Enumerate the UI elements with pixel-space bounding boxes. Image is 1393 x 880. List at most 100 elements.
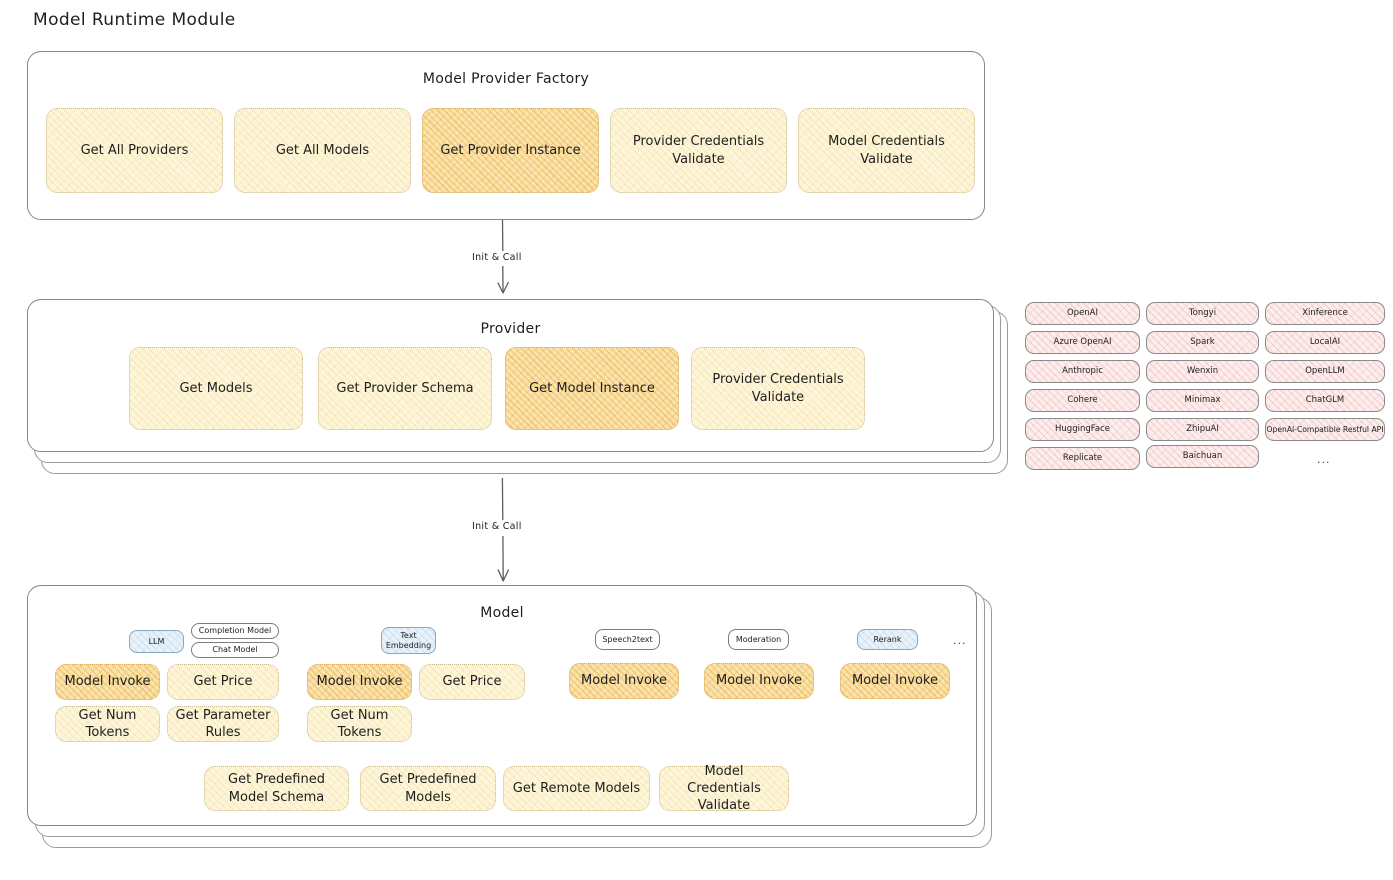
arrow-factory-to-provider: Init & Call [465, 219, 585, 300]
chip-label: Get Price [442, 674, 502, 690]
model-types-ellipsis: ... [953, 634, 967, 647]
model-type-badge-text-embedding[interactable]: Text Embedding [381, 627, 436, 654]
badge-label: Rerank [873, 634, 902, 644]
model-common-method-model-credentials-validate[interactable]: Model Credentials Validate [659, 763, 789, 814]
chip-label: Get Num Tokens [330, 707, 389, 740]
provider-pill-chatglm[interactable]: ChatGLM [1265, 389, 1385, 412]
pill-label: Baichuan [1182, 451, 1223, 462]
provider-pill-minimax[interactable]: Minimax [1146, 389, 1259, 412]
chip-label: Provider Credentials Validate [712, 372, 844, 405]
model-type-badge-llm[interactable]: LLM [129, 630, 184, 653]
model-subtype-badge-chat-model[interactable]: Chat Model [191, 642, 279, 658]
provider-pill-localai[interactable]: LocalAI [1265, 331, 1385, 354]
chip-label: Get Predefined Models [379, 772, 477, 805]
chip-label: Get Provider Instance [440, 142, 581, 158]
badge-label: Speech2text [602, 634, 653, 644]
provider-pill-openllm[interactable]: OpenLLM [1265, 360, 1385, 383]
arrow-label-init-and-call: Init & Call [469, 251, 525, 264]
provider-pill-wenxin[interactable]: Wenxin [1146, 360, 1259, 383]
badge-label: Text Embedding [385, 630, 432, 650]
model-common-method-get-predefined-model-schema[interactable]: Get Predefined Model Schema [204, 766, 349, 811]
chip-label: Model Invoke [716, 673, 802, 689]
model-method-moderation-model-invoke[interactable]: Model Invoke [704, 663, 814, 699]
provider-pill-azure-openai[interactable]: Azure OpenAI [1025, 331, 1140, 354]
model-method-llm-model-invoke[interactable]: Model Invoke [55, 664, 160, 700]
factory-chip-get-provider-instance[interactable]: Get Provider Instance [422, 108, 599, 193]
model-method-llm-get-parameter-rules[interactable]: Get Parameter Rules [167, 706, 279, 742]
pill-label: OpenAI [1066, 308, 1099, 319]
model-title: Model [480, 605, 524, 621]
provider-pill-replicate[interactable]: Replicate [1025, 447, 1140, 470]
provider-chip-get-models[interactable]: Get Models [129, 347, 303, 430]
model-common-method-get-remote-models[interactable]: Get Remote Models [503, 766, 650, 811]
model-method-text-embedding-get-num-tokens[interactable]: Get Num Tokens [307, 706, 412, 742]
chip-label: Get Model Instance [529, 380, 655, 396]
model-method-speech2text-model-invoke[interactable]: Model Invoke [569, 663, 679, 699]
chip-label: Get All Models [275, 142, 370, 158]
provider-chip-get-provider-schema[interactable]: Get Provider Schema [318, 347, 492, 430]
chip-label: Model Invoke [64, 674, 151, 690]
model-method-llm-get-price[interactable]: Get Price [167, 664, 279, 700]
provider-pill-zhipuai[interactable]: ZhipuAI [1146, 418, 1259, 441]
model-method-text-embedding-get-price[interactable]: Get Price [419, 664, 525, 700]
provider-pill-cohere[interactable]: Cohere [1025, 389, 1140, 412]
model-type-badge-rerank[interactable]: Rerank [857, 629, 918, 650]
pill-label: ZhipuAI [1186, 424, 1219, 435]
model-provider-factory-panel: Model Provider Factory Get All Providers… [27, 51, 985, 220]
chip-label: Model Invoke [581, 673, 667, 689]
chip-label: Model Credentials Validate [687, 763, 761, 814]
chip-label: Get Models [179, 380, 253, 396]
pill-label: Wenxin [1186, 366, 1219, 377]
chip-label: Get Provider Schema [336, 380, 474, 396]
provider-pill-anthropic[interactable]: Anthropic [1025, 360, 1140, 383]
provider-pill-spark[interactable]: Spark [1146, 331, 1259, 354]
arrow-label-init-and-call: Init & Call [469, 520, 525, 533]
page-title: Model Runtime Module [33, 10, 236, 30]
provider-list: OpenAI Azure OpenAI Anthropic Cohere Hug… [1025, 302, 1385, 477]
pill-label: OpenAI-Compatible Restful API [1266, 424, 1384, 434]
model-type-badge-speech2text[interactable]: Speech2text [595, 629, 660, 650]
pill-label: Azure OpenAI [1053, 337, 1112, 348]
pill-label: ChatGLM [1305, 395, 1345, 406]
chip-label: Get Parameter Rules [175, 707, 271, 740]
provider-pill-huggingface[interactable]: HuggingFace [1025, 418, 1140, 441]
pill-label: OpenLLM [1305, 366, 1345, 377]
model-panel: Model LLM Completion Model Chat Model Te… [27, 585, 977, 826]
provider-pill-openai[interactable]: OpenAI [1025, 302, 1140, 325]
provider-list-ellipsis: ... [1317, 453, 1331, 466]
arrow-provider-to-model: Init & Call [465, 477, 585, 588]
pill-label: HuggingFace [1055, 424, 1110, 435]
pill-label: Anthropic [1062, 366, 1103, 377]
model-common-method-get-predefined-models[interactable]: Get Predefined Models [360, 766, 496, 811]
model-type-badge-moderation[interactable]: Moderation [728, 629, 789, 650]
chip-label: Model Invoke [852, 673, 938, 689]
factory-chip-get-all-models[interactable]: Get All Models [234, 108, 411, 193]
provider-panel: Provider Get Models Get Provider Schema … [27, 299, 994, 452]
provider-pill-openai-compatible-restful-api[interactable]: OpenAI-Compatible Restful API [1265, 418, 1385, 441]
chip-label: Provider Credentials Validate [632, 134, 765, 167]
model-method-text-embedding-model-invoke[interactable]: Model Invoke [307, 664, 412, 700]
badge-label: Chat Model [212, 645, 258, 655]
chip-label: Get All Providers [80, 142, 189, 158]
model-method-rerank-model-invoke[interactable]: Model Invoke [840, 663, 950, 699]
pill-label: Replicate [1062, 453, 1103, 464]
model-provider-factory-title: Model Provider Factory [422, 71, 590, 87]
chip-label: Get Predefined Model Schema [228, 772, 325, 805]
provider-pill-tongyi[interactable]: Tongyi [1146, 302, 1259, 325]
model-subtype-badge-completion-model[interactable]: Completion Model [191, 623, 279, 639]
model-method-llm-get-num-tokens[interactable]: Get Num Tokens [55, 706, 160, 742]
pill-label: Spark [1190, 337, 1215, 348]
pill-label: Xinference [1302, 308, 1348, 319]
provider-pill-baichuan[interactable]: Baichuan [1146, 445, 1259, 468]
factory-chip-model-credentials-validate[interactable]: Model Credentials Validate [798, 108, 975, 193]
provider-pill-xinference[interactable]: Xinference [1265, 302, 1385, 325]
factory-chip-get-all-providers[interactable]: Get All Providers [46, 108, 223, 193]
pill-label: Tongyi [1188, 308, 1217, 319]
arrow-icon [497, 477, 510, 582]
factory-chip-provider-credentials-validate[interactable]: Provider Credentials Validate [610, 108, 787, 193]
provider-chip-get-model-instance[interactable]: Get Model Instance [505, 347, 679, 430]
provider-chip-provider-credentials-validate[interactable]: Provider Credentials Validate [691, 347, 865, 430]
pill-label: Minimax [1184, 395, 1221, 406]
badge-label: LLM [148, 636, 165, 646]
arrow-icon [497, 219, 509, 294]
